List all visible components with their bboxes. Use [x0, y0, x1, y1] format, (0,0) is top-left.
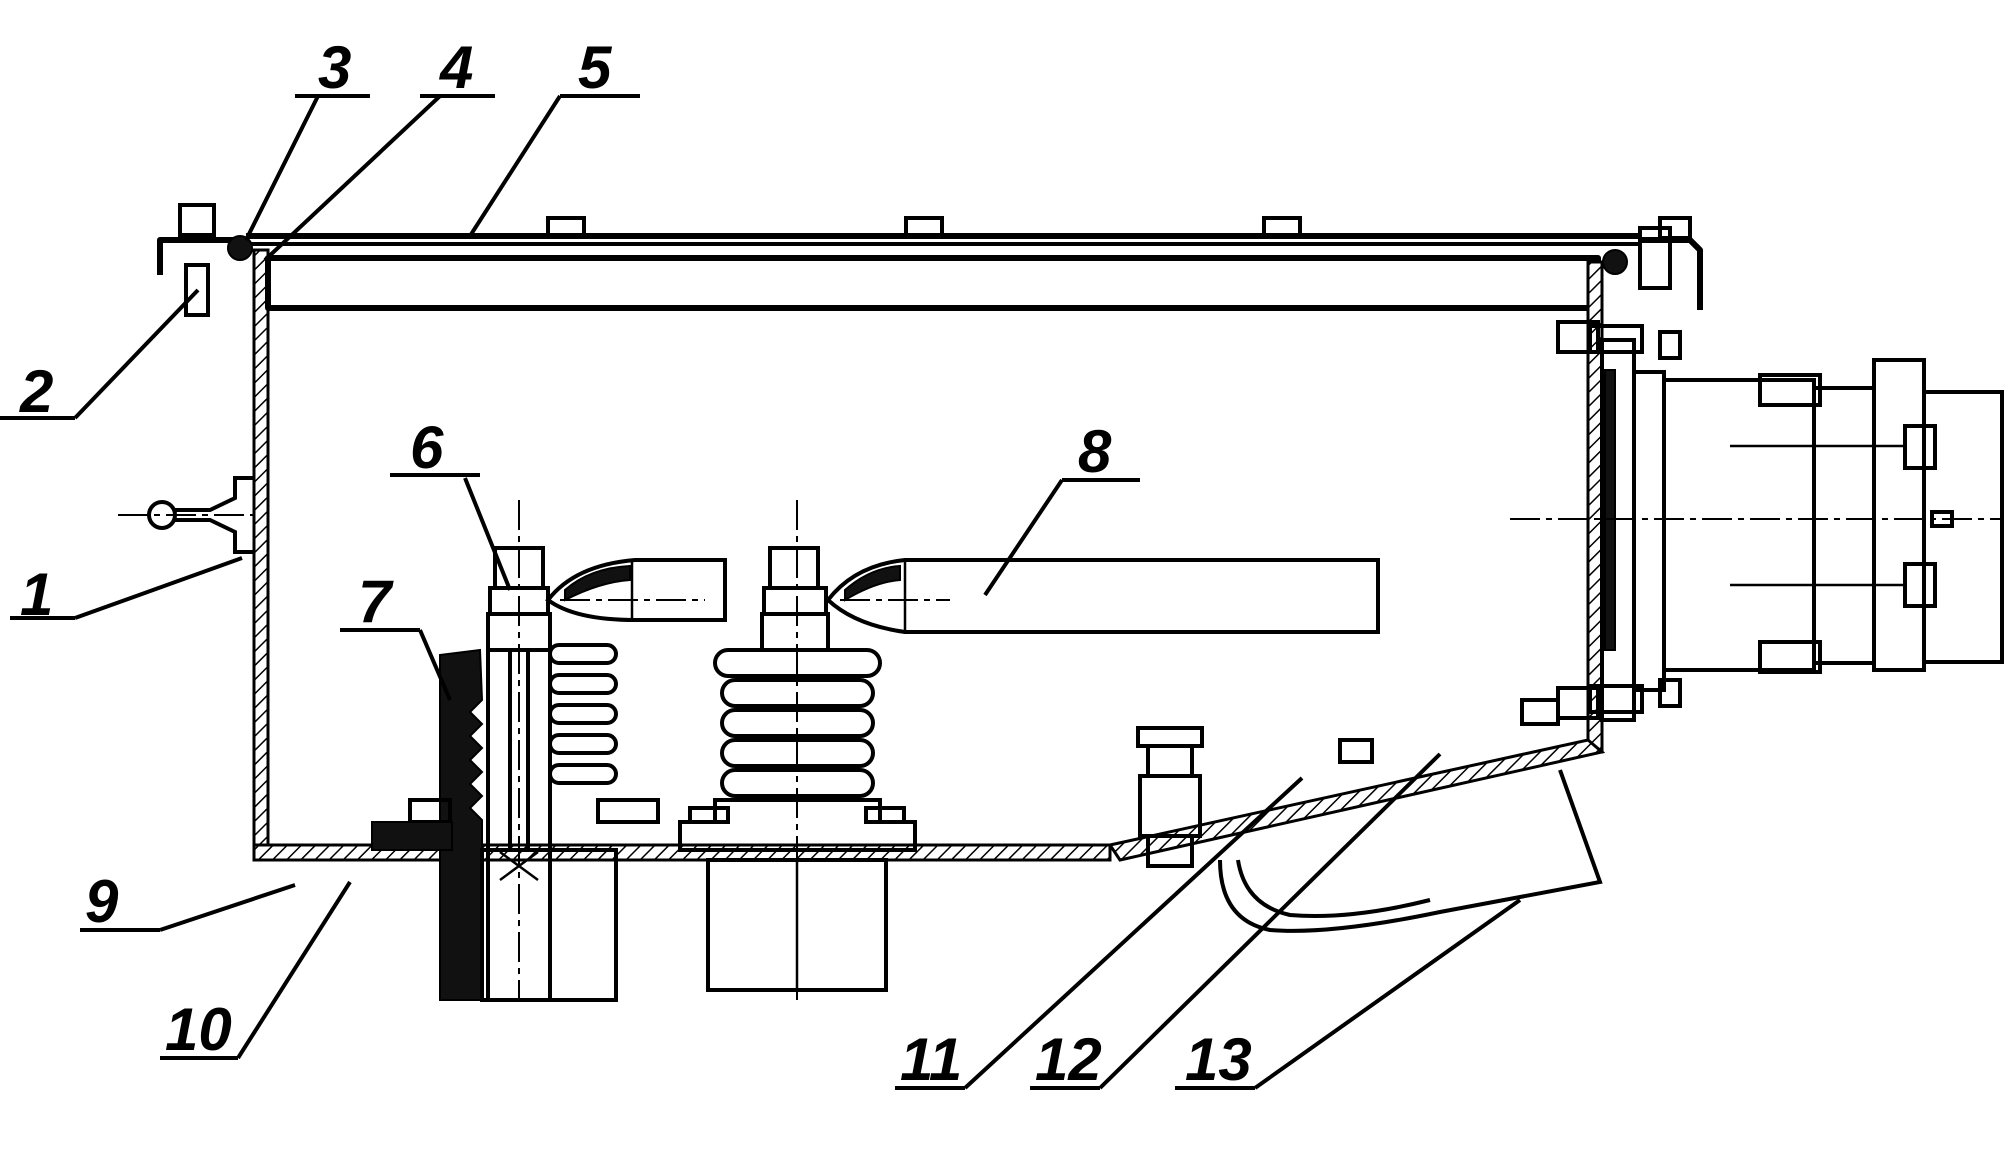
cable-entry — [1138, 700, 1600, 931]
label-8: 8 — [1078, 418, 1112, 485]
label-12: 12 — [1035, 1026, 1102, 1093]
label-11: 11 — [900, 1026, 962, 1093]
label-3: 3 — [318, 34, 351, 101]
enclosure-box — [160, 205, 1700, 860]
label-2: 2 — [19, 358, 53, 425]
label-4: 4 — [439, 34, 473, 101]
label-13: 13 — [1185, 1026, 1252, 1093]
conductors — [548, 560, 1378, 632]
left-insulator-sheds — [550, 645, 616, 783]
label-6: 6 — [410, 414, 444, 481]
label-10: 10 — [165, 996, 232, 1063]
label-7: 7 — [358, 568, 394, 635]
label-5: 5 — [578, 34, 613, 101]
part-labels: 1 2 3 4 5 6 7 8 9 10 11 12 13 — [19, 34, 1252, 1093]
side-lug — [118, 478, 254, 552]
label-1: 1 — [20, 561, 53, 628]
right-mechanism — [1510, 322, 2002, 720]
label-9: 9 — [85, 868, 119, 935]
